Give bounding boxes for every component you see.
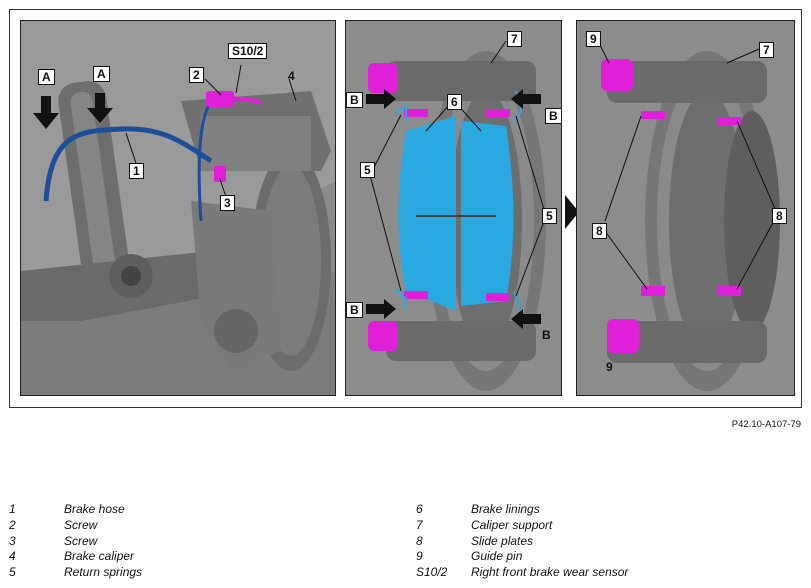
- label-b-bottom-left: B: [346, 302, 363, 318]
- label-b-bottom-right: B: [542, 328, 551, 342]
- label-5-left: 5: [360, 162, 375, 178]
- legend-text: Brake linings: [471, 502, 540, 516]
- legend-item: S10/2 Right front brake wear sensor: [416, 565, 806, 581]
- linings-drawing: [346, 21, 561, 395]
- label-3: 3: [220, 195, 235, 211]
- legend-item: 8 Slide plates: [416, 534, 806, 550]
- legend-item: 1 Brake hose: [9, 502, 389, 518]
- legend-right-column: 6 Brake linings 7 Caliper support 8 Slide p…: [416, 502, 806, 581]
- legend-text: Caliper support: [471, 517, 553, 532]
- legend-item: 2 Screw: [9, 518, 389, 534]
- legend-item: 4 Brake caliper: [9, 549, 389, 565]
- label-s10-2: S10/2: [228, 43, 268, 59]
- legend-item: 9 Guide pin: [416, 549, 806, 565]
- legend-number: 8: [416, 533, 423, 548]
- label-b-top-left: B: [346, 92, 363, 108]
- label-8-left: 8: [592, 223, 607, 239]
- label-7: 7: [507, 31, 522, 47]
- label-1: 1: [129, 163, 144, 179]
- legend-item: 6 Brake linings: [416, 502, 806, 518]
- legend-text: Right front brake wear sensor: [471, 565, 629, 580]
- legend-number: 3: [9, 533, 16, 548]
- panel-caliper-support: 9 7 8 8 9: [576, 20, 795, 396]
- label-a-right: A: [93, 66, 110, 82]
- legend-item: 5 Return springs: [9, 565, 389, 581]
- figure-reference-code: P42.10-A107-79: [731, 419, 801, 430]
- label-b-top-right: B: [545, 108, 561, 124]
- label-8-right: 8: [772, 208, 787, 224]
- legend-text: Brake caliper: [64, 549, 135, 564]
- legend-text: Screw: [64, 533, 98, 548]
- legend-text: Brake hose: [64, 502, 125, 516]
- legend-text: Screw: [64, 517, 98, 532]
- label-9-top: 9: [586, 31, 601, 47]
- label-7: 7: [759, 42, 774, 58]
- legend-text: Slide plates: [471, 533, 534, 548]
- legend-number: 9: [416, 549, 423, 564]
- label-6: 6: [447, 94, 462, 110]
- legend-number: 2: [9, 517, 16, 532]
- panel-brake-linings: 7 6 5 5 B B B B: [345, 20, 562, 396]
- caliper-drawing: [21, 21, 335, 395]
- label-a-left: A: [38, 69, 55, 85]
- legend-number: 7: [416, 517, 423, 532]
- next-step-arrow-icon: [565, 195, 579, 229]
- legend-number: 1: [9, 502, 16, 516]
- label-2: 2: [189, 67, 204, 83]
- legend-number: 5: [9, 565, 16, 580]
- label-4: 4: [288, 69, 295, 83]
- legend-number: S10/2: [416, 565, 448, 580]
- legend-item: 7 Caliper support: [416, 518, 806, 534]
- legend-number: 6: [416, 502, 423, 516]
- legend-number: 4: [9, 549, 16, 564]
- label-5-right: 5: [542, 208, 557, 224]
- panel-caliper-removal: A A 1 2 3 4 S10/2: [20, 20, 336, 396]
- legend-item: 3 Screw: [9, 534, 389, 550]
- label-9-bottom: 9: [606, 360, 613, 374]
- legend-text: Guide pin: [471, 549, 523, 564]
- support-drawing: [577, 21, 794, 395]
- legend-text: Return springs: [64, 565, 143, 580]
